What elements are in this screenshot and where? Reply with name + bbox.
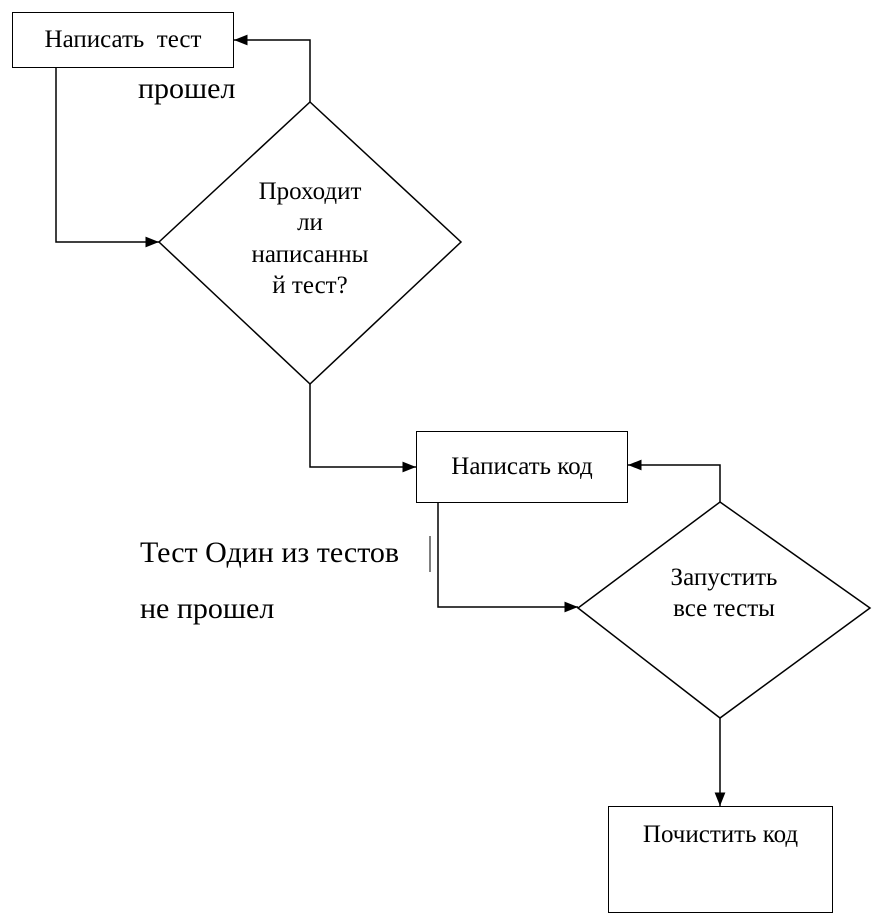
- connector-write-test-to-decision: [55, 68, 159, 248]
- decision-test-passes-line-3: написанны: [251, 240, 369, 268]
- process-box-clean-code: Почистить код: [608, 806, 833, 913]
- connector-failed-to-write-code: [309, 384, 416, 473]
- edge-label-one-of-tests: Тест Один из тестов: [140, 536, 400, 569]
- decision-test-passes-line-2: ли: [297, 209, 323, 237]
- connector-write-code-to-run-tests: [437, 503, 578, 613]
- decision-test-passes-text: Проходит ли написанны й тест?: [214, 176, 406, 301]
- decision-run-tests-line-2: все тесты: [673, 595, 775, 623]
- decision-test-passes-line-4: й тест?: [272, 271, 348, 299]
- edge-label-passed: прошел: [138, 72, 236, 105]
- decision-run-tests-text: Запустить все тесты: [622, 562, 826, 625]
- decision-run-tests-line-1: Запустить: [670, 564, 778, 591]
- process-box-write-code: Написать код: [416, 431, 628, 503]
- process-box-clean-code-label: Почистить код: [642, 821, 799, 848]
- process-box-write-test-label: Написать тест: [44, 26, 202, 53]
- decision-test-passes-line-1: Проходит: [258, 178, 362, 205]
- process-box-write-test: Написать тест: [12, 12, 234, 68]
- process-box-write-code-label: Написать код: [451, 453, 593, 480]
- connector-test-failed-to-write-code: [628, 459, 721, 502]
- connector-passed-to-write-test: [234, 34, 311, 102]
- edge-label-not-passed: не прошел: [140, 592, 275, 625]
